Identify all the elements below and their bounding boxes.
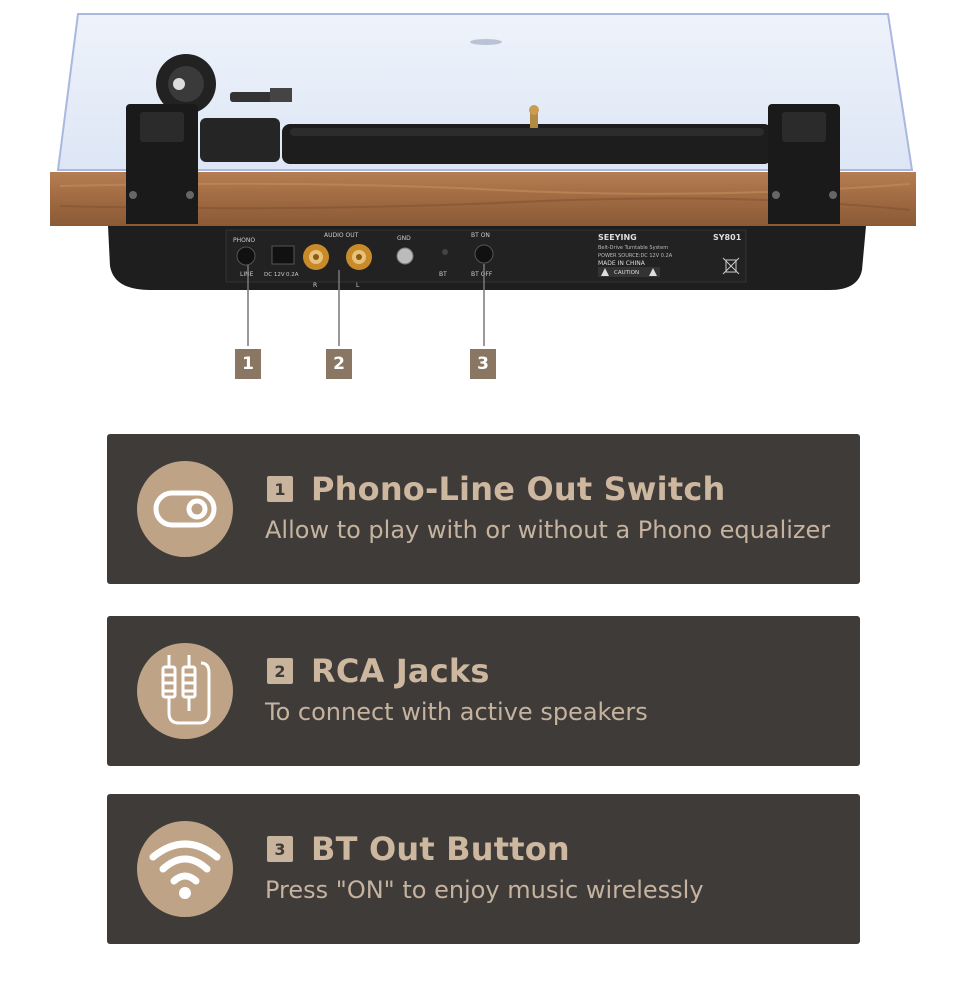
recycle-bin-icon — [722, 257, 740, 275]
dc-current-label: 0.2A — [286, 272, 299, 278]
l-label: L — [356, 282, 360, 289]
spec-line-3: MADE IN CHINA — [598, 260, 646, 267]
gnd-terminal — [396, 247, 414, 265]
feature-description: Press "ON" to enjoy music wirelessly — [265, 876, 704, 904]
brand-label: SEEYING — [598, 233, 637, 242]
phono-label: PHONO — [233, 237, 255, 244]
feature-title: Phono-Line Out Switch — [311, 470, 726, 508]
feature-title: BT Out Button — [311, 830, 570, 868]
toggle-switch-icon — [137, 461, 233, 557]
callout-badge-2: 2 — [326, 349, 352, 379]
callout-badge-1: 1 — [235, 349, 261, 379]
feature-title: RCA Jacks — [311, 652, 490, 690]
feature-card-bt-out: 3 BT Out Button Press "ON" to enjoy musi… — [107, 794, 860, 944]
callout-badge-3: 3 — [470, 349, 496, 379]
bt-label: BT — [439, 271, 447, 278]
model-label: SY801 — [713, 233, 742, 242]
turntable-illustration: PHONO LINE DC 12V 0.2A AUDIO OUT R L GND… — [50, 13, 916, 346]
bt-on-label: BT ON — [471, 232, 490, 239]
caution-label: CAUTION — [614, 270, 639, 276]
rca-cable-icon — [137, 643, 233, 739]
spec-line-1: Belt-Drive Turntable System — [598, 245, 668, 251]
bt-button — [474, 244, 494, 264]
wireless-icon — [137, 821, 233, 917]
gnd-label: GND — [397, 235, 411, 242]
dc-jack — [271, 245, 295, 265]
feature-number: 3 — [267, 836, 293, 862]
feature-description: To connect with active speakers — [265, 698, 648, 726]
feature-description: Allow to play with or without a Phono eq… — [265, 516, 831, 544]
feature-card-rca-jacks: 2 RCA Jacks To connect with active speak… — [107, 616, 860, 766]
audio-out-label: AUDIO OUT — [324, 232, 359, 239]
bt-off-label: BT OFF — [471, 271, 493, 278]
spec-line-2: POWER SOURCE:DC 12V 0.2A — [598, 253, 673, 259]
turntable-rear-view: PHONO LINE DC 12V 0.2A AUDIO OUT R L GND… — [0, 0, 966, 400]
dc-label: DC 12V — [264, 272, 285, 278]
feature-number: 2 — [267, 658, 293, 684]
bt-led — [442, 249, 448, 255]
feature-card-phono-line: 1 Phono-Line Out Switch Allow to play wi… — [107, 434, 860, 584]
feature-number: 1 — [267, 476, 293, 502]
line-label: LINE — [240, 271, 254, 278]
r-label: R — [313, 282, 317, 289]
tonearm — [156, 54, 292, 162]
phono-line-switch — [236, 246, 256, 266]
